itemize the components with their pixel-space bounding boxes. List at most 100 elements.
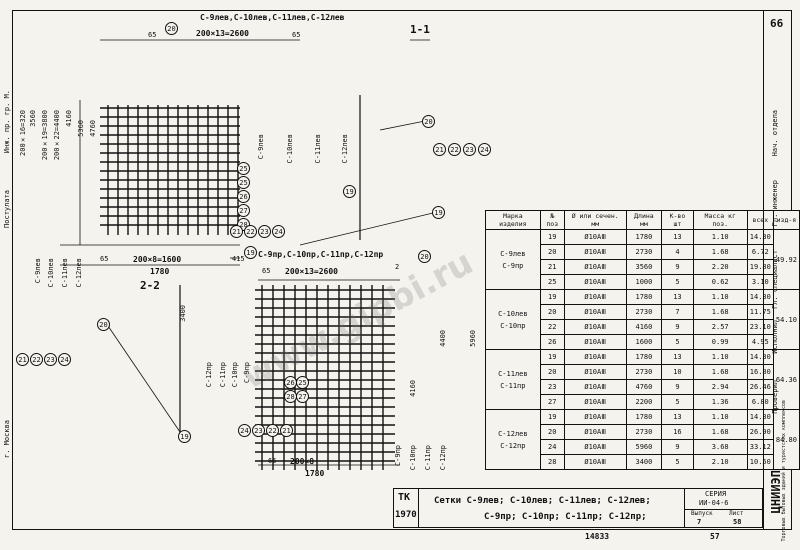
table-cell: 5 — [661, 394, 694, 410]
leader-line — [103, 319, 181, 433]
ref-marker-23a: 23 — [463, 143, 476, 156]
ref-marker-21a: 21 — [433, 143, 446, 156]
tb-tk-cell: ТК 1970 — [394, 489, 419, 527]
ref-marker-21c: 21 — [16, 353, 29, 366]
dim-65a: 65 — [148, 31, 157, 39]
table-cell: 1.68 — [692, 304, 748, 320]
dim-200x8: 200×8=1600 — [133, 255, 182, 264]
mark-label: С-10пр — [500, 321, 526, 330]
table-cell: Ø10АⅢ — [563, 229, 627, 245]
table-cell: 22 — [539, 319, 565, 335]
table-cell: 10 — [661, 364, 694, 380]
bottom-label-c9pr: С-9пр — [394, 445, 402, 467]
mark-label: С-9лев — [500, 249, 526, 258]
ref-marker-20c: 20 — [97, 318, 110, 331]
bottom-label-c12pr: С-12пр — [439, 445, 447, 471]
table-cell: Ø10АⅢ — [563, 274, 627, 290]
header-mark: Марка изделия — [485, 210, 541, 230]
ref-marker-27a: 27 — [237, 204, 250, 217]
table-cell: 0.62 — [692, 274, 748, 290]
header-mass-pos: Масса кг поз. — [692, 210, 748, 230]
ref-marker-19c: 19 — [244, 246, 257, 259]
left-dim-7: 4760 — [89, 120, 97, 137]
table-cell: 1.10 — [692, 229, 748, 245]
ref-marker-24d: 24 — [238, 424, 251, 437]
tb-series-cell: СЕРИЯ ИИ-04-6 Выпуск 7 Лист 58 — [684, 489, 763, 527]
mark-label: С-12лев — [498, 429, 528, 438]
table-cell: 2.20 — [692, 259, 748, 275]
left-strip-text-3: г. Москва — [3, 420, 11, 458]
table-cell: 5 — [661, 274, 694, 290]
ref-marker-20-top: 20 — [165, 22, 178, 35]
dim-top: 200×13=2600 — [196, 29, 249, 38]
label-c10lev: С-10лев — [47, 258, 55, 288]
table-cell: 1780 — [625, 409, 663, 425]
table-cell: 1.68 — [692, 364, 748, 380]
table-cell: Ø10АⅢ — [563, 259, 627, 275]
ref-marker-26a: 26 — [237, 190, 250, 203]
tb-year: 1970 — [395, 510, 417, 520]
table-cell: 25 — [539, 274, 565, 290]
upper-label-c10lev: С-10лев — [286, 134, 294, 164]
table-cell: 13 — [661, 289, 694, 305]
ref-marker-24c: 24 — [58, 353, 71, 366]
table-cell: 5 — [661, 334, 694, 350]
left-dim-4: 200×22=4400 — [53, 110, 61, 161]
ref-marker-23d: 23 — [252, 424, 265, 437]
bottom-label-c11pr: С-11пр — [424, 445, 432, 471]
dim-5960: 5960 — [469, 330, 477, 347]
tb-issue-label: Выпуск — [691, 510, 713, 517]
table-cell: 0.99 — [692, 334, 748, 350]
left-dim-1: 200×16=320 — [19, 110, 27, 156]
upper-header-label: С-9лев,С-10лев,С-11лев,С-12лев — [200, 13, 345, 22]
tb-tk: ТК — [398, 492, 411, 503]
table-cell: 20 — [539, 304, 565, 320]
total-cell: 49.92 — [772, 229, 800, 290]
table-cell: Ø10АⅢ — [563, 409, 627, 425]
table-cell: 2200 — [625, 394, 663, 410]
bottom-page: 57 — [710, 532, 720, 541]
ref-marker-19b: 19 — [432, 206, 445, 219]
table-cell: 4 — [661, 244, 694, 260]
upper-label-c9lev: С-9лев — [257, 134, 265, 160]
mesh-upper-left — [100, 105, 240, 235]
table-cell: 1.68 — [692, 424, 748, 440]
table-cell: Ø10АⅢ — [563, 364, 627, 380]
table-cell: 1600 — [625, 334, 663, 350]
dim-200x8b: 200×8 — [290, 457, 315, 466]
table-cell: 20 — [539, 364, 565, 380]
tb-sheet-label: Лист — [729, 510, 744, 517]
dim-65e: 65 — [268, 457, 277, 465]
dim-65b: 65 — [292, 31, 301, 39]
table-cell: 7 — [661, 304, 694, 320]
table-cell: 13 — [661, 229, 694, 245]
left-dim-3: 200×19=3800 — [41, 110, 49, 161]
dim-1780b: 1780 — [305, 469, 325, 478]
label-c9lev: С-9лев — [34, 258, 42, 284]
tb-series: ИИ-04-6 — [699, 499, 729, 507]
table-cell: 3560 — [625, 259, 663, 275]
table-cell: Ø10АⅢ — [563, 304, 627, 320]
left-strip-text-1: Инж. пр. гр. М. — [3, 90, 11, 154]
table-cell: 9 — [661, 439, 694, 455]
table-cell: 13 — [661, 409, 694, 425]
table-cell: 16 — [661, 424, 694, 440]
table-cell: 2.94 — [692, 379, 748, 395]
upper-label-c11lev: С-11лев — [314, 134, 322, 164]
mark-label: С-9пр — [502, 261, 524, 270]
ref-marker-25b: 25 — [237, 176, 250, 189]
table-cell: 13 — [661, 349, 694, 365]
ref-marker-24a: 24 — [478, 143, 491, 156]
bottom-number: 14833 — [585, 532, 610, 541]
ref-marker-22a: 22 — [448, 143, 461, 156]
table-cell: 19 — [539, 409, 565, 425]
ref-marker-24b: 24 — [272, 225, 285, 238]
org-sub: Торговых бытовых зданий и туристских ком… — [781, 400, 787, 542]
role-4: Исполнил — [771, 320, 779, 354]
